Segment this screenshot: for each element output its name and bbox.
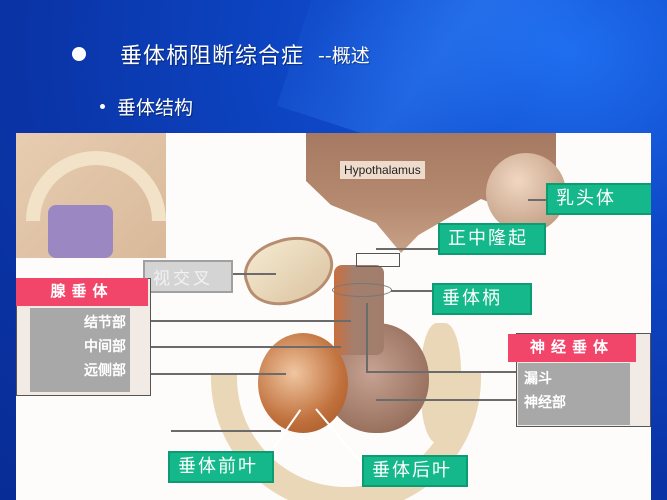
label-posterior-lobe: 垂体后叶 — [362, 455, 468, 487]
adenohypophysis-parts-list: 结节部 中间部 远侧部 — [30, 308, 130, 392]
hypothalamus-label: Hypothalamus — [340, 161, 425, 179]
label-mammillary-body: 乳头体 — [546, 183, 651, 215]
neurohypophysis-parts-list: 漏斗 神经部 — [518, 363, 630, 425]
leader-line — [376, 399, 516, 401]
median-eminence-marker — [356, 253, 400, 267]
part-pars-intermedia: 中间部 — [84, 339, 126, 355]
subtitle-row: 垂体结构 — [100, 93, 193, 120]
pituitary-diagram: Hypothalamus 乳头体 正中隆起 垂体柄 垂体前叶 垂体后叶 视交叉 … — [16, 133, 651, 500]
stalk-ring-marker — [332, 283, 392, 297]
leader-line — [171, 430, 281, 432]
neurohypophysis-header: 神经垂体 — [508, 334, 636, 362]
leader-line — [366, 371, 516, 373]
pituitary-region-highlight — [48, 205, 113, 258]
leader-line — [391, 290, 436, 292]
leader-line — [231, 273, 276, 275]
slide-title-row: 垂体柄阻断综合症 --概述 — [72, 38, 370, 70]
pituitary-stalk-shape — [334, 265, 384, 355]
part-pars-distalis: 远侧部 — [84, 363, 126, 379]
label-pituitary-stalk: 垂体柄 — [432, 283, 532, 315]
leader-line — [366, 303, 368, 371]
bullet-icon — [72, 47, 86, 61]
brain-sagittal-inset — [16, 133, 166, 258]
leader-line — [136, 346, 341, 348]
leader-line — [136, 373, 286, 375]
slide-title: 垂体柄阻断综合症 — [120, 44, 305, 69]
adenohypophysis-header: 腺垂体 — [16, 278, 148, 306]
optic-chiasm-shape — [235, 224, 343, 317]
label-median-eminence: 正中隆起 — [438, 223, 546, 255]
part-infundibulum: 漏斗 — [524, 371, 552, 387]
part-pars-tuberalis: 结节部 — [84, 315, 126, 331]
slide-subtitle: 垂体结构 — [117, 97, 194, 119]
part-pars-nervosa: 神经部 — [524, 395, 566, 411]
leader-line — [376, 248, 438, 250]
slide-title-suffix: --概述 — [318, 44, 370, 67]
leader-line — [136, 320, 351, 322]
sub-bullet-icon — [100, 104, 105, 109]
anterior-lobe-shape — [258, 333, 348, 433]
leader-line — [528, 199, 550, 201]
label-optic-chiasm: 视交叉 — [143, 260, 233, 293]
label-anterior-lobe: 垂体前叶 — [168, 451, 274, 483]
